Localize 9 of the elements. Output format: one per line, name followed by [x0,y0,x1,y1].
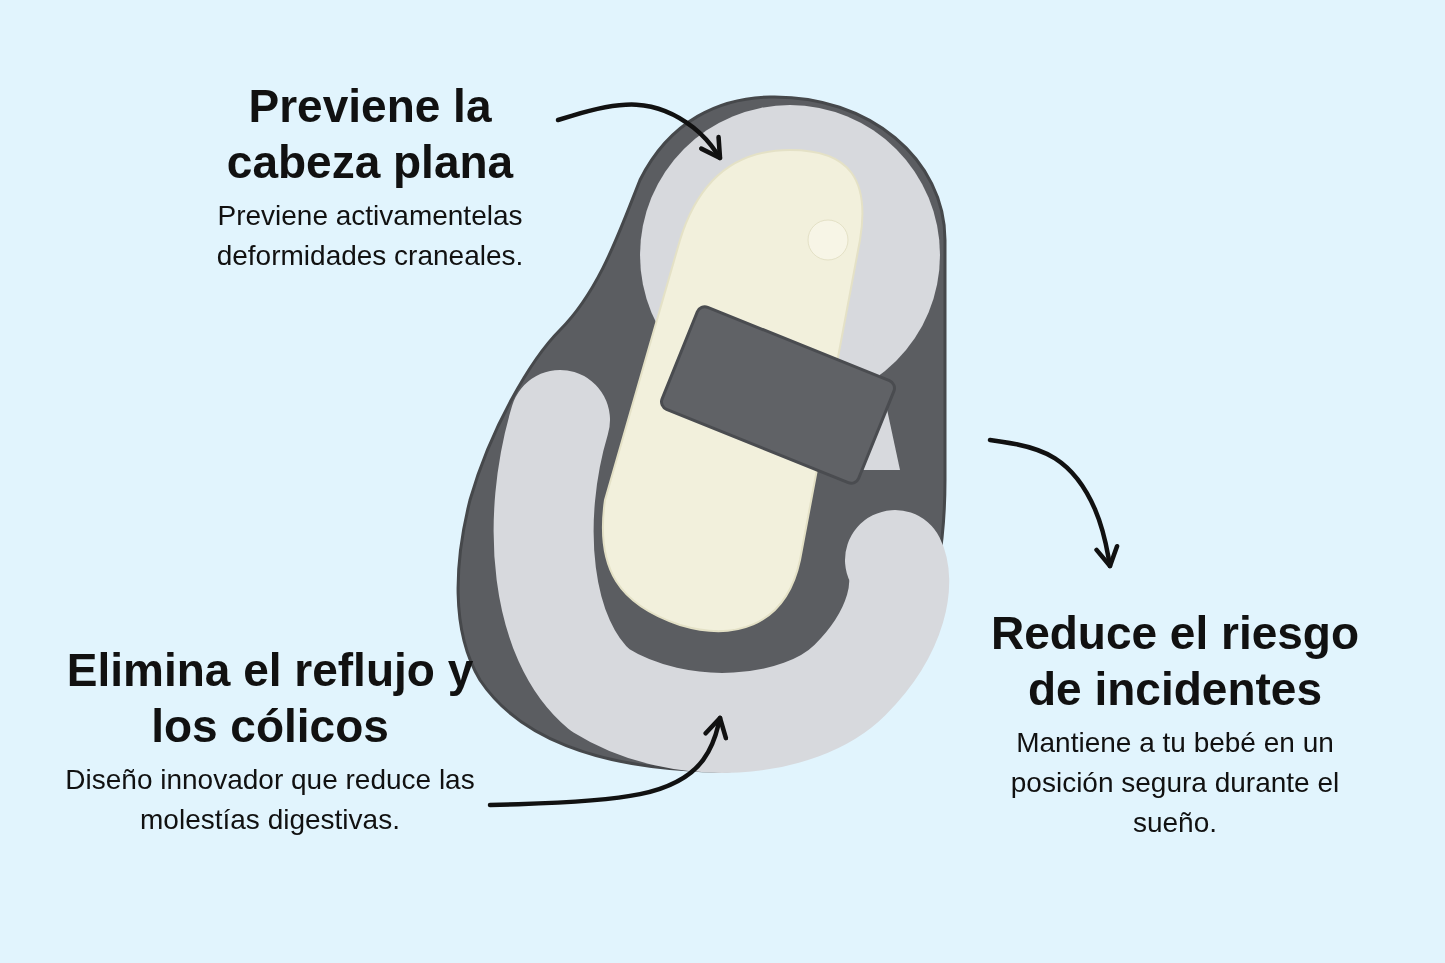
feature-description: Diseño innovador que reduce las molestías digestivas. [64,763,476,837]
arrow [987,437,1120,569]
arrow [555,102,723,161]
feature-description: Mantiene a tu bebé en un posición segura durante el sueño. [1009,726,1341,840]
feature-description: Previene activamentelas deformidades craneales. [215,199,525,273]
feature-heading: Previene la cabeza plana [225,79,515,190]
feature-heading: Elimina el reflujo y los cólicos [65,643,475,754]
feature-heading: Reduce el riesgo de incidentes [989,606,1361,717]
arrow [487,715,729,808]
